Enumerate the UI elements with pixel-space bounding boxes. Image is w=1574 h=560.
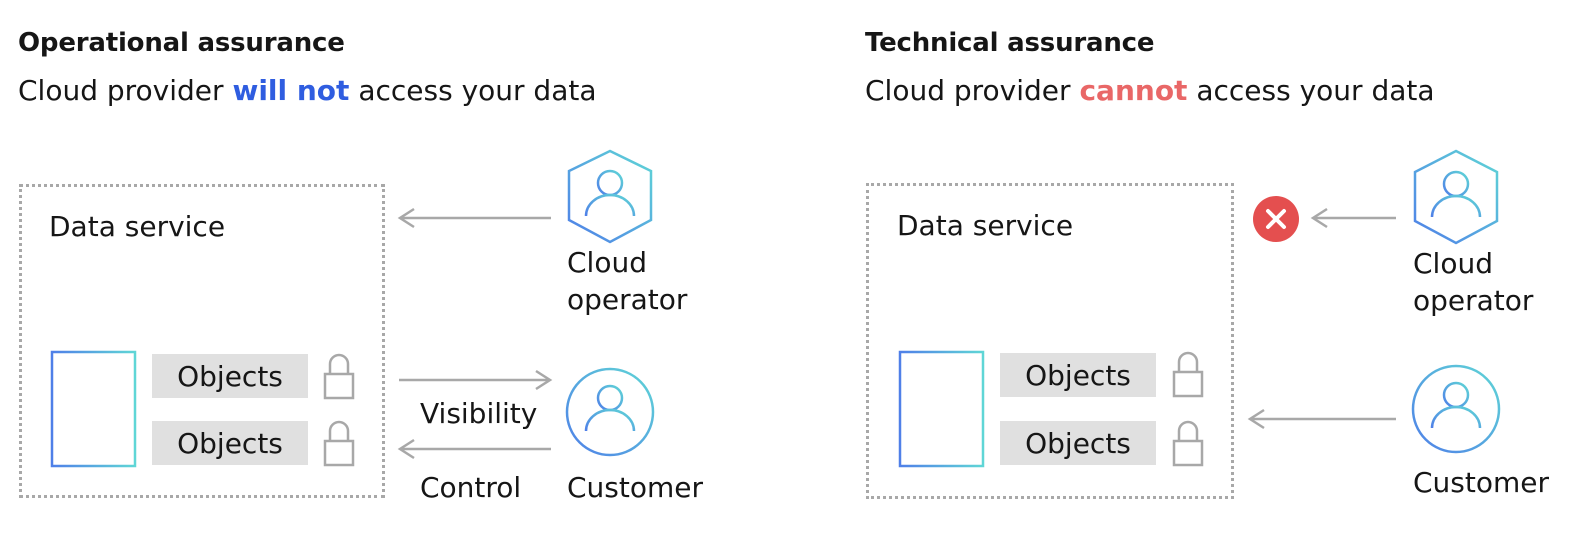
right-operator-label-line1: Cloud [1413, 247, 1493, 280]
right-operator-label-line2: operator [1413, 284, 1534, 317]
right-subtitle-pre: Cloud provider [865, 74, 1080, 107]
right-subtitle-post: access your data [1187, 74, 1435, 107]
right-data-service-label: Data service [897, 209, 1074, 242]
left-data-service-box [19, 184, 385, 498]
right-subtitle: Cloud provider cannot access your data [865, 74, 1435, 107]
right-customer-arrow [1247, 408, 1396, 430]
left-subtitle-post: access your data [349, 74, 597, 107]
left-subtitle: Cloud provider will not access your data [18, 74, 597, 107]
right-operator-arrow [1310, 207, 1396, 229]
left-subtitle-pre: Cloud provider [18, 74, 233, 107]
left-lock-icon-1 [323, 353, 355, 400]
visibility-label: Visibility [420, 397, 538, 430]
left-object-1: Objects [152, 354, 308, 398]
right-object-1: Objects [1000, 353, 1156, 397]
right-title: Technical assurance [865, 28, 1155, 58]
left-customer-label: Customer [567, 471, 704, 504]
right-customer-label: Customer [1413, 466, 1550, 499]
left-lock-icon-2 [323, 420, 355, 467]
left-object-2: Objects [152, 421, 308, 465]
right-lock-icon-2 [1172, 420, 1204, 467]
left-operator-icon [567, 149, 653, 244]
control-arrow [397, 438, 551, 460]
left-customer-icon [565, 367, 655, 457]
right-data-service-box [866, 183, 1234, 499]
left-subtitle-emphasis: will not [232, 74, 350, 107]
right-customer-icon [1411, 364, 1501, 454]
right-subtitle-emphasis: cannot [1079, 74, 1188, 107]
left-title: Operational assurance [18, 28, 345, 58]
left-operator-arrow [397, 207, 551, 229]
blocked-x-icon [1253, 196, 1299, 242]
right-lock-icon-1 [1172, 351, 1204, 398]
left-operator-label-line1: Cloud [567, 246, 647, 279]
right-object-2: Objects [1000, 421, 1156, 465]
control-label: Control [420, 471, 522, 504]
left-operator-label-line2: operator [567, 283, 688, 316]
left-server-icon [50, 350, 137, 468]
left-data-service-label: Data service [49, 210, 226, 243]
right-operator-icon [1413, 149, 1499, 245]
visibility-arrow [399, 369, 553, 391]
right-server-icon [898, 350, 985, 468]
